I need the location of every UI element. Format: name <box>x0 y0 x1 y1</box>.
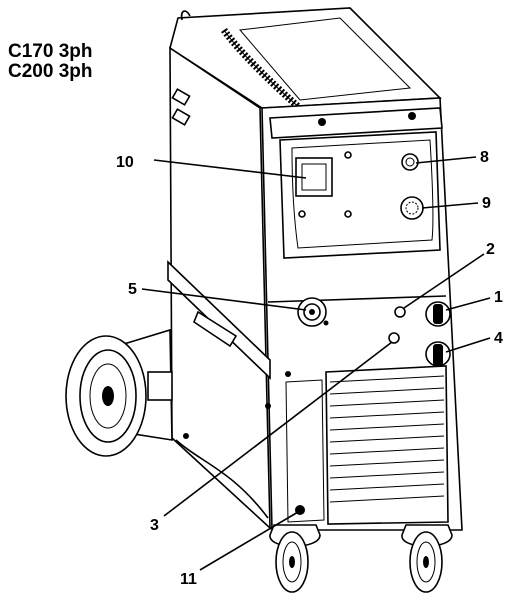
handle-screw-right <box>408 112 416 120</box>
panel-hole <box>344 151 352 159</box>
callout-10: 10 <box>116 154 134 171</box>
leader-4 <box>445 337 491 353</box>
front-wheel-right <box>401 524 453 593</box>
rear-wheel <box>65 328 173 457</box>
leader-11 <box>199 511 299 571</box>
vent-slats <box>329 375 445 503</box>
callout-2: 2 <box>486 241 495 258</box>
side-rail <box>167 260 271 380</box>
power-cable <box>175 439 269 519</box>
control-knob-9 <box>400 196 424 220</box>
panel-hole <box>344 210 352 218</box>
callout-11: 11 <box>180 571 197 588</box>
callout-labels: 10 8 9 2 1 5 4 3 11 <box>116 149 503 588</box>
indicator-lamp-2 <box>394 306 406 318</box>
indicator-lamp-3 <box>388 332 400 344</box>
leader-8 <box>415 156 477 164</box>
top-handle <box>180 10 191 21</box>
welder-machine <box>167 7 463 531</box>
panel-hole <box>298 210 306 218</box>
callout-4: 4 <box>494 330 503 347</box>
callout-3: 3 <box>150 517 159 534</box>
front-handle-bar <box>269 107 443 139</box>
callout-9: 9 <box>482 195 491 212</box>
leader-10 <box>153 159 307 179</box>
control-panel-inner <box>291 139 434 249</box>
callout-8: 8 <box>480 149 489 166</box>
lower-left-panel <box>285 379 325 523</box>
top-lid <box>169 7 442 109</box>
vent-grille <box>325 365 449 525</box>
model-title-line-2: C200 3ph <box>8 61 93 82</box>
model-title-line-1: C170 3ph <box>8 41 93 62</box>
leader-2 <box>403 253 485 309</box>
side-bracket <box>193 310 238 348</box>
leader-9 <box>421 202 479 209</box>
front-wheel-left <box>269 524 321 593</box>
handle-screw-left <box>318 118 326 126</box>
panel-divider <box>267 295 447 303</box>
control-knob-8 <box>401 153 419 171</box>
leader-1 <box>445 297 491 311</box>
callout-5: 5 <box>128 281 137 298</box>
lid-hatch <box>239 17 412 101</box>
leader-5 <box>141 288 307 311</box>
leader-lines <box>141 156 491 571</box>
hose-coil <box>221 28 305 113</box>
leader-3 <box>163 341 393 517</box>
callout-1: 1 <box>494 289 503 306</box>
